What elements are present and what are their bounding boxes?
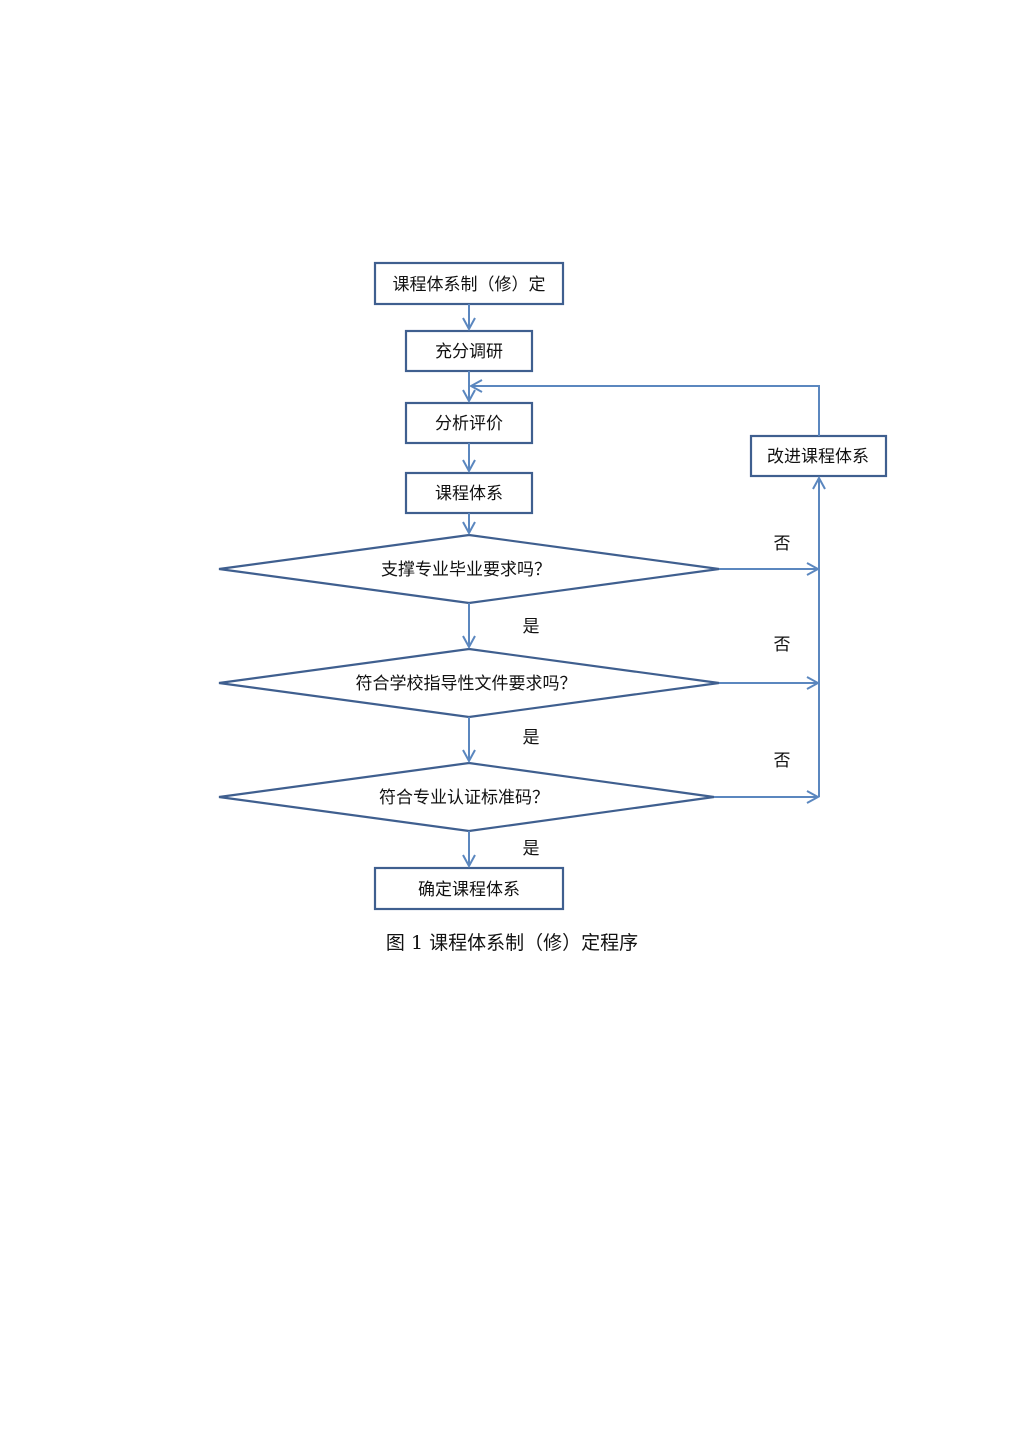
svg-text:改进课程体系: 改进课程体系 [767, 447, 869, 467]
svg-text:分析评价: 分析评价 [435, 414, 503, 434]
label-yes-3: 是 [523, 839, 540, 859]
svg-text:充分调研: 充分调研 [435, 342, 503, 362]
svg-text:符合学校指导性文件要求吗？: 符合学校指导性文件要求吗？ [356, 674, 577, 694]
label-no-2: 否 [774, 635, 791, 655]
svg-text:支撑专业毕业要求吗？: 支撑专业毕业要求吗？ [381, 560, 551, 580]
analyze-node: 分析评价 [404, 401, 534, 445]
label-no-1: 否 [774, 534, 791, 554]
svg-text:课程体系制（修）定: 课程体系制（修）定 [393, 275, 546, 295]
confirm-node: 确定课程体系 [373, 866, 565, 911]
start-node: 课程体系制（修）定 [373, 261, 565, 306]
label-yes-1: 是 [523, 617, 540, 637]
svg-text:符合专业认证标准码？: 符合专业认证标准码？ [379, 788, 549, 808]
decision-graduation-requirements: 支撑专业毕业要求吗？ [218, 533, 720, 605]
label-no-3: 否 [774, 751, 791, 771]
arrow-improve-feedback [471, 386, 820, 436]
figure-caption: 图 1 课程体系制（修）定程序 [385, 932, 639, 954]
system-node: 课程体系 [404, 471, 534, 515]
research-node: 充分调研 [404, 329, 534, 373]
improve-node: 改进课程体系 [749, 434, 888, 478]
decision-certification-standards: 符合专业认证标准码？ [218, 761, 715, 833]
decision-school-guidelines: 符合学校指导性文件要求吗？ [218, 647, 720, 719]
svg-text:课程体系: 课程体系 [435, 484, 503, 504]
svg-text:确定课程体系: 确定课程体系 [418, 880, 520, 900]
label-yes-2: 是 [523, 728, 540, 748]
